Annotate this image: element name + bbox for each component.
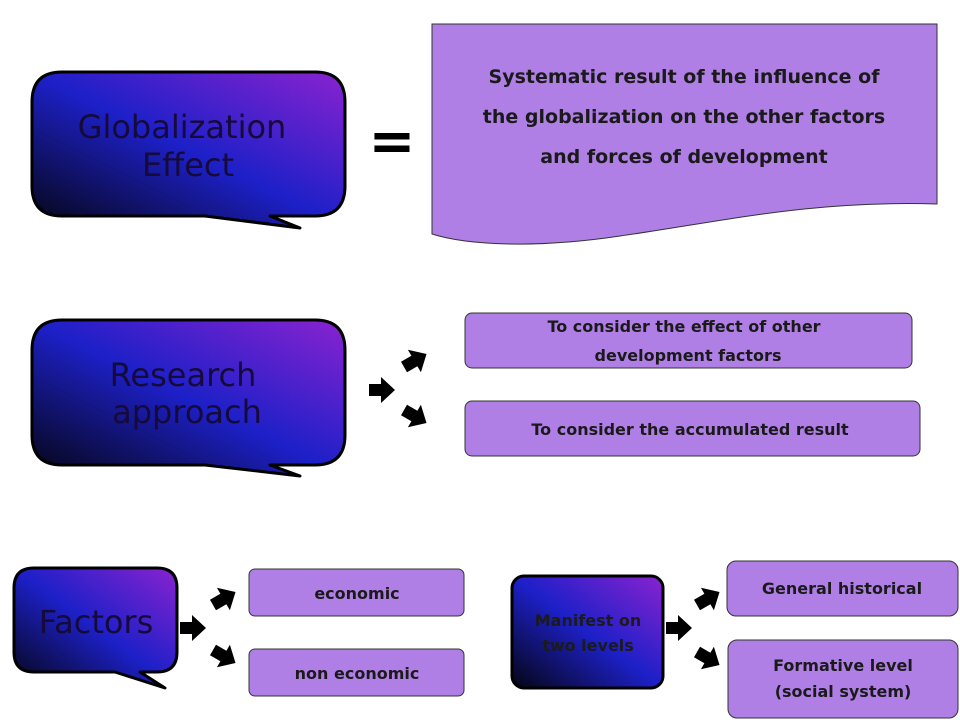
level-formative-line1: Formative level xyxy=(773,656,913,675)
arrow-down-right-icon xyxy=(397,398,434,435)
equals-sign: = xyxy=(369,109,416,174)
globalization-effect-line2: Effect xyxy=(142,146,234,184)
globalization-effect-line1: Globalization xyxy=(78,108,287,146)
research-item-accumulated-line1: To consider the accumulated result xyxy=(531,420,849,439)
research-approach-bubble: Research approach xyxy=(30,318,347,478)
factors-label: Factors xyxy=(39,603,154,641)
level-formative-line2: (social system) xyxy=(775,682,912,701)
factor-economic-label: economic xyxy=(314,584,399,603)
manifest-line2: two levels xyxy=(542,636,634,655)
globalization-effect-bubble: Globalization Effect xyxy=(30,70,347,230)
definition-line1: Systematic result of the influence of xyxy=(489,66,881,88)
factor-non-economic-box: non economic xyxy=(248,648,465,697)
research-item-effect-box: To consider the effect of other developm… xyxy=(464,312,913,369)
arrow-down-right-icon xyxy=(206,638,243,675)
arrow-right-icon xyxy=(666,615,692,641)
level-general-historical-label: General historical xyxy=(762,579,922,598)
factor-non-economic-label: non economic xyxy=(295,664,420,683)
factors-bubble: Factors xyxy=(12,566,179,690)
level-general-historical-box: General historical xyxy=(726,560,959,617)
research-approach-line2: approach xyxy=(112,393,262,431)
definition-box: Systematic result of the influence of th… xyxy=(431,23,938,245)
arrow-down-right-icon xyxy=(690,640,727,677)
definition-line3: and forces of development xyxy=(540,146,827,168)
arrow-up-right-icon xyxy=(690,580,727,617)
research-item-accumulated-box: To consider the accumulated result xyxy=(464,400,921,457)
manifest-line1: Manifest on xyxy=(535,611,642,630)
arrow-right-icon xyxy=(369,377,395,403)
research-approach-line1: Research xyxy=(110,356,257,394)
factor-economic-box: economic xyxy=(248,568,465,617)
level-formative-box: Formative level (social system) xyxy=(727,639,959,719)
manifest-levels-box: Manifest on two levels xyxy=(510,574,665,690)
research-item-effect-line2: development factors xyxy=(595,346,782,365)
arrow-up-right-icon xyxy=(206,580,243,617)
arrow-up-right-icon xyxy=(397,342,434,379)
arrow-right-icon xyxy=(180,615,206,641)
research-item-effect-line1: To consider the effect of other xyxy=(547,317,820,336)
definition-line2: the globalization on the other factors xyxy=(483,106,885,128)
